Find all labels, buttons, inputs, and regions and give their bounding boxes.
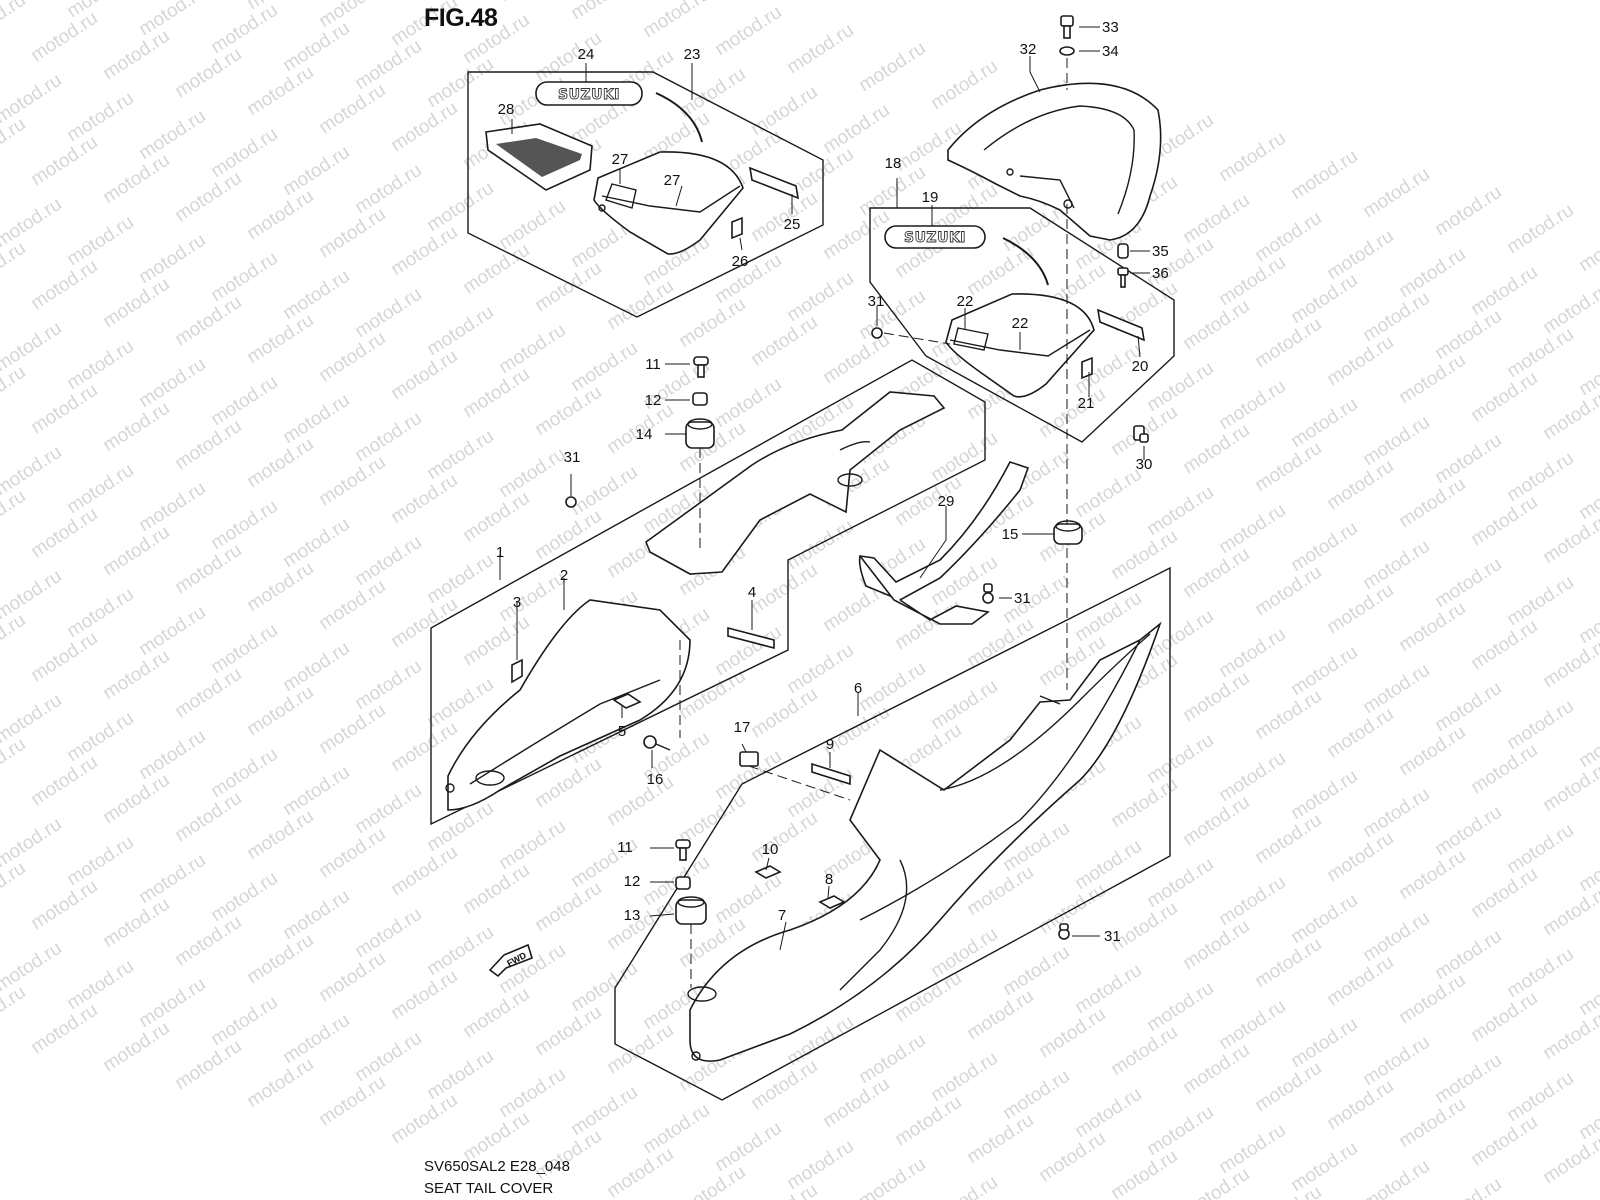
callout-31c: 31 — [1014, 590, 1031, 607]
callout-30: 30 — [1136, 456, 1153, 473]
callout-28: 28 — [498, 101, 515, 118]
side-stripe-28 — [485, 123, 593, 191]
callout-18: 18 — [885, 155, 902, 172]
side-cover-2 — [445, 599, 691, 811]
clip-30 — [1133, 425, 1149, 443]
rubber-strip-20 — [1096, 308, 1146, 342]
cushion-10 — [754, 865, 782, 879]
callout-35: 35 — [1152, 243, 1169, 260]
callout-22b: 22 — [1012, 315, 1029, 332]
rivet-31d — [1058, 923, 1070, 940]
grommet-13 — [675, 896, 707, 925]
callout-10: 10 — [762, 841, 779, 858]
callout-24: 24 — [578, 46, 595, 63]
screw-16 — [643, 735, 671, 751]
callout-8: 8 — [825, 871, 833, 888]
callout-4: 4 — [748, 584, 756, 601]
stripe-decal-2 — [1002, 237, 1049, 286]
callout-20: 20 — [1132, 358, 1149, 375]
seat-cowl-27 — [593, 151, 744, 255]
rivet-31b — [565, 496, 577, 508]
model-code: SV650SAL2 E28_048 — [424, 1158, 570, 1175]
collar-12a — [692, 392, 708, 406]
grab-handle-32 — [947, 82, 1162, 241]
callout-17: 17 — [734, 719, 751, 736]
frame-cover-piece — [645, 391, 946, 575]
callout-14: 14 — [636, 426, 653, 443]
group-name: SEAT TAIL COVER — [424, 1180, 554, 1197]
rubber-strip-25 — [748, 166, 800, 200]
callout-31a: 31 — [868, 293, 885, 310]
leader-lines — [499, 26, 1150, 951]
kit-box-18 — [869, 207, 1175, 443]
screw-11b — [675, 839, 691, 861]
svg-text:SUZUKI: SUZUKI — [904, 230, 966, 246]
grommet-14 — [685, 418, 715, 449]
trim-29 — [858, 461, 1030, 625]
callout-2: 2 — [560, 567, 568, 584]
kit-box-23 — [467, 71, 824, 318]
suzuki-emblem-19: SUZUKI — [884, 225, 986, 249]
forward-direction-arrow: FWD — [488, 943, 533, 978]
callout-25: 25 — [784, 216, 801, 233]
callout-27b: 27 — [664, 172, 681, 189]
callout-15: 15 — [1002, 526, 1019, 543]
rivet-31c — [982, 583, 994, 604]
callout-13: 13 — [624, 907, 641, 924]
callout-34: 34 — [1102, 43, 1119, 60]
callout-9: 9 — [826, 736, 834, 753]
callout-11b: 11 — [617, 839, 633, 856]
figure-title: FIG.48 — [424, 4, 498, 32]
strip-9 — [811, 762, 851, 786]
cushion-5 — [612, 693, 642, 709]
clip-17 — [739, 751, 759, 767]
svg-text:SUZUKI: SUZUKI — [558, 87, 620, 103]
cushion-21 — [1081, 356, 1093, 380]
callout-12a: 12 — [645, 392, 662, 409]
callout-27a: 27 — [612, 151, 629, 168]
rivet-31a — [871, 327, 951, 345]
suzuki-emblem-24: SUZUKI — [535, 81, 643, 106]
callout-5: 5 — [618, 723, 626, 740]
grommet-15 — [1053, 520, 1083, 545]
callout-labels: 24 23 28 27 27 25 26 18 19 22 22 20 21 3… — [496, 19, 1169, 945]
collar-12b — [675, 876, 691, 890]
callout-6: 6 — [854, 680, 862, 697]
callout-26: 26 — [732, 253, 749, 270]
strip-4 — [727, 626, 775, 650]
callout-23: 23 — [684, 46, 701, 63]
bolt-33 — [1060, 15, 1074, 39]
stripe-decal — [655, 92, 703, 143]
callout-36: 36 — [1152, 265, 1169, 282]
callout-19: 19 — [922, 189, 939, 206]
bolt-36 — [1117, 267, 1129, 288]
callout-3: 3 — [513, 594, 521, 611]
callout-22a: 22 — [957, 293, 974, 310]
callout-11a: 11 — [645, 356, 661, 373]
callout-16: 16 — [647, 771, 664, 788]
callout-32: 32 — [1020, 41, 1037, 58]
callout-1: 1 — [496, 544, 504, 561]
callout-31b: 31 — [564, 449, 581, 466]
side-cover-7 — [687, 621, 1162, 1062]
kit-box-6 — [614, 566, 1171, 1101]
callout-21: 21 — [1078, 395, 1095, 412]
screw-11a — [693, 356, 709, 378]
washer-34 — [1059, 46, 1075, 56]
callout-29: 29 — [938, 493, 955, 510]
collar-35 — [1117, 243, 1129, 259]
callout-33: 33 — [1102, 19, 1119, 36]
callout-7: 7 — [778, 907, 786, 924]
cushion-8 — [818, 895, 846, 909]
callout-31d: 31 — [1104, 928, 1121, 945]
cushion-26 — [731, 216, 743, 240]
callout-12b: 12 — [624, 873, 641, 890]
cushion-3 — [511, 658, 523, 684]
